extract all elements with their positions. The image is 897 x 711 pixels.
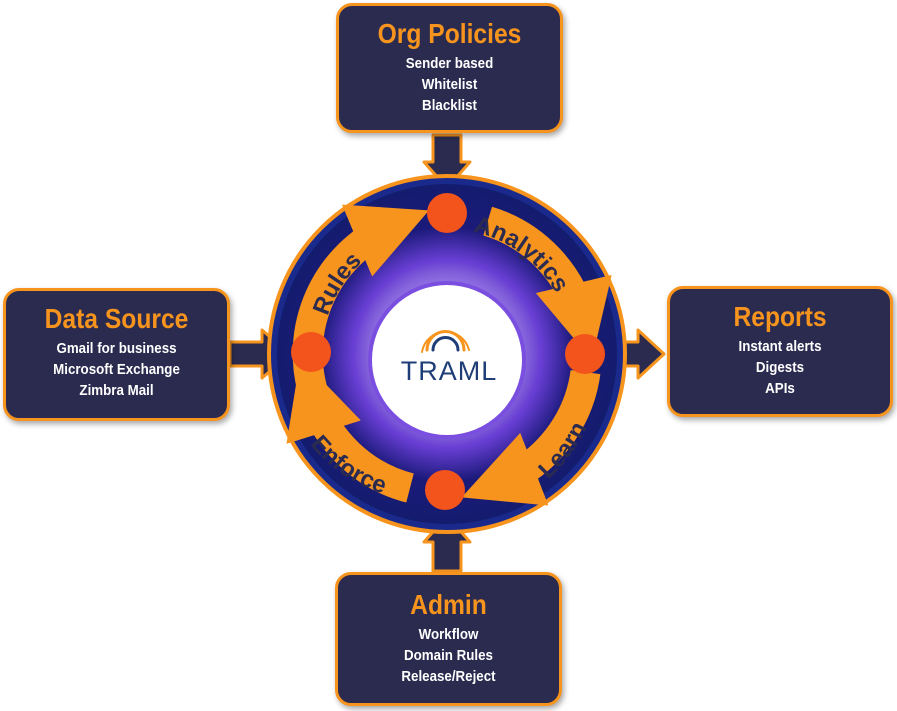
- traml-logo: TRAML: [401, 330, 498, 386]
- list-item: Sender based: [405, 56, 494, 72]
- org-policies-title: Org Policies: [377, 18, 522, 49]
- org-policies-box: Org Policies Sender based Whitelist Blac…: [336, 3, 563, 133]
- signal-arcs-icon: [421, 330, 470, 353]
- admin-title: Admin: [410, 589, 487, 620]
- list-item: Whitelist: [421, 77, 478, 93]
- center-disc: [368, 281, 526, 439]
- node-bottom: [425, 470, 465, 510]
- list-item: Release/Reject: [401, 669, 496, 685]
- list-item: Zimbra Mail: [79, 383, 154, 399]
- learn-arc: [461, 369, 601, 506]
- list-item: Workflow: [418, 627, 479, 643]
- list-item: Microsoft Exchange: [53, 362, 180, 378]
- reports-box: Reports Instant alerts Digests APIs: [667, 286, 893, 417]
- admin-list: Workflow Domain Rules Release/Reject: [338, 625, 559, 688]
- analytics-arc: [483, 206, 612, 360]
- list-item: Instant alerts: [738, 339, 822, 355]
- data-source-box: Data Source Gmail for business Microsoft…: [3, 288, 230, 421]
- node-left: [291, 332, 331, 372]
- list-item: Domain Rules: [404, 648, 493, 664]
- node-top: [427, 193, 467, 233]
- logo-text: TRAML: [401, 356, 498, 386]
- data-source-title: Data Source: [44, 303, 189, 334]
- list-item: Blacklist: [422, 98, 477, 114]
- reports-list: Instant alerts Digests APIs: [670, 337, 890, 400]
- list-item: Gmail for business: [56, 341, 177, 357]
- reports-title: Reports: [733, 301, 827, 332]
- node-right: [565, 334, 605, 374]
- enforce-arc: [286, 357, 415, 503]
- cycle-nodes: [291, 193, 605, 510]
- cycle-arcs: [286, 204, 612, 506]
- org-policies-list: Sender based Whitelist Blacklist: [339, 54, 560, 117]
- admin-box: Admin Workflow Domain Rules Release/Reje…: [335, 572, 562, 706]
- list-item: Digests: [755, 360, 805, 376]
- list-item: APIs: [765, 381, 795, 397]
- data-source-list: Gmail for business Microsoft Exchange Zi…: [6, 339, 227, 402]
